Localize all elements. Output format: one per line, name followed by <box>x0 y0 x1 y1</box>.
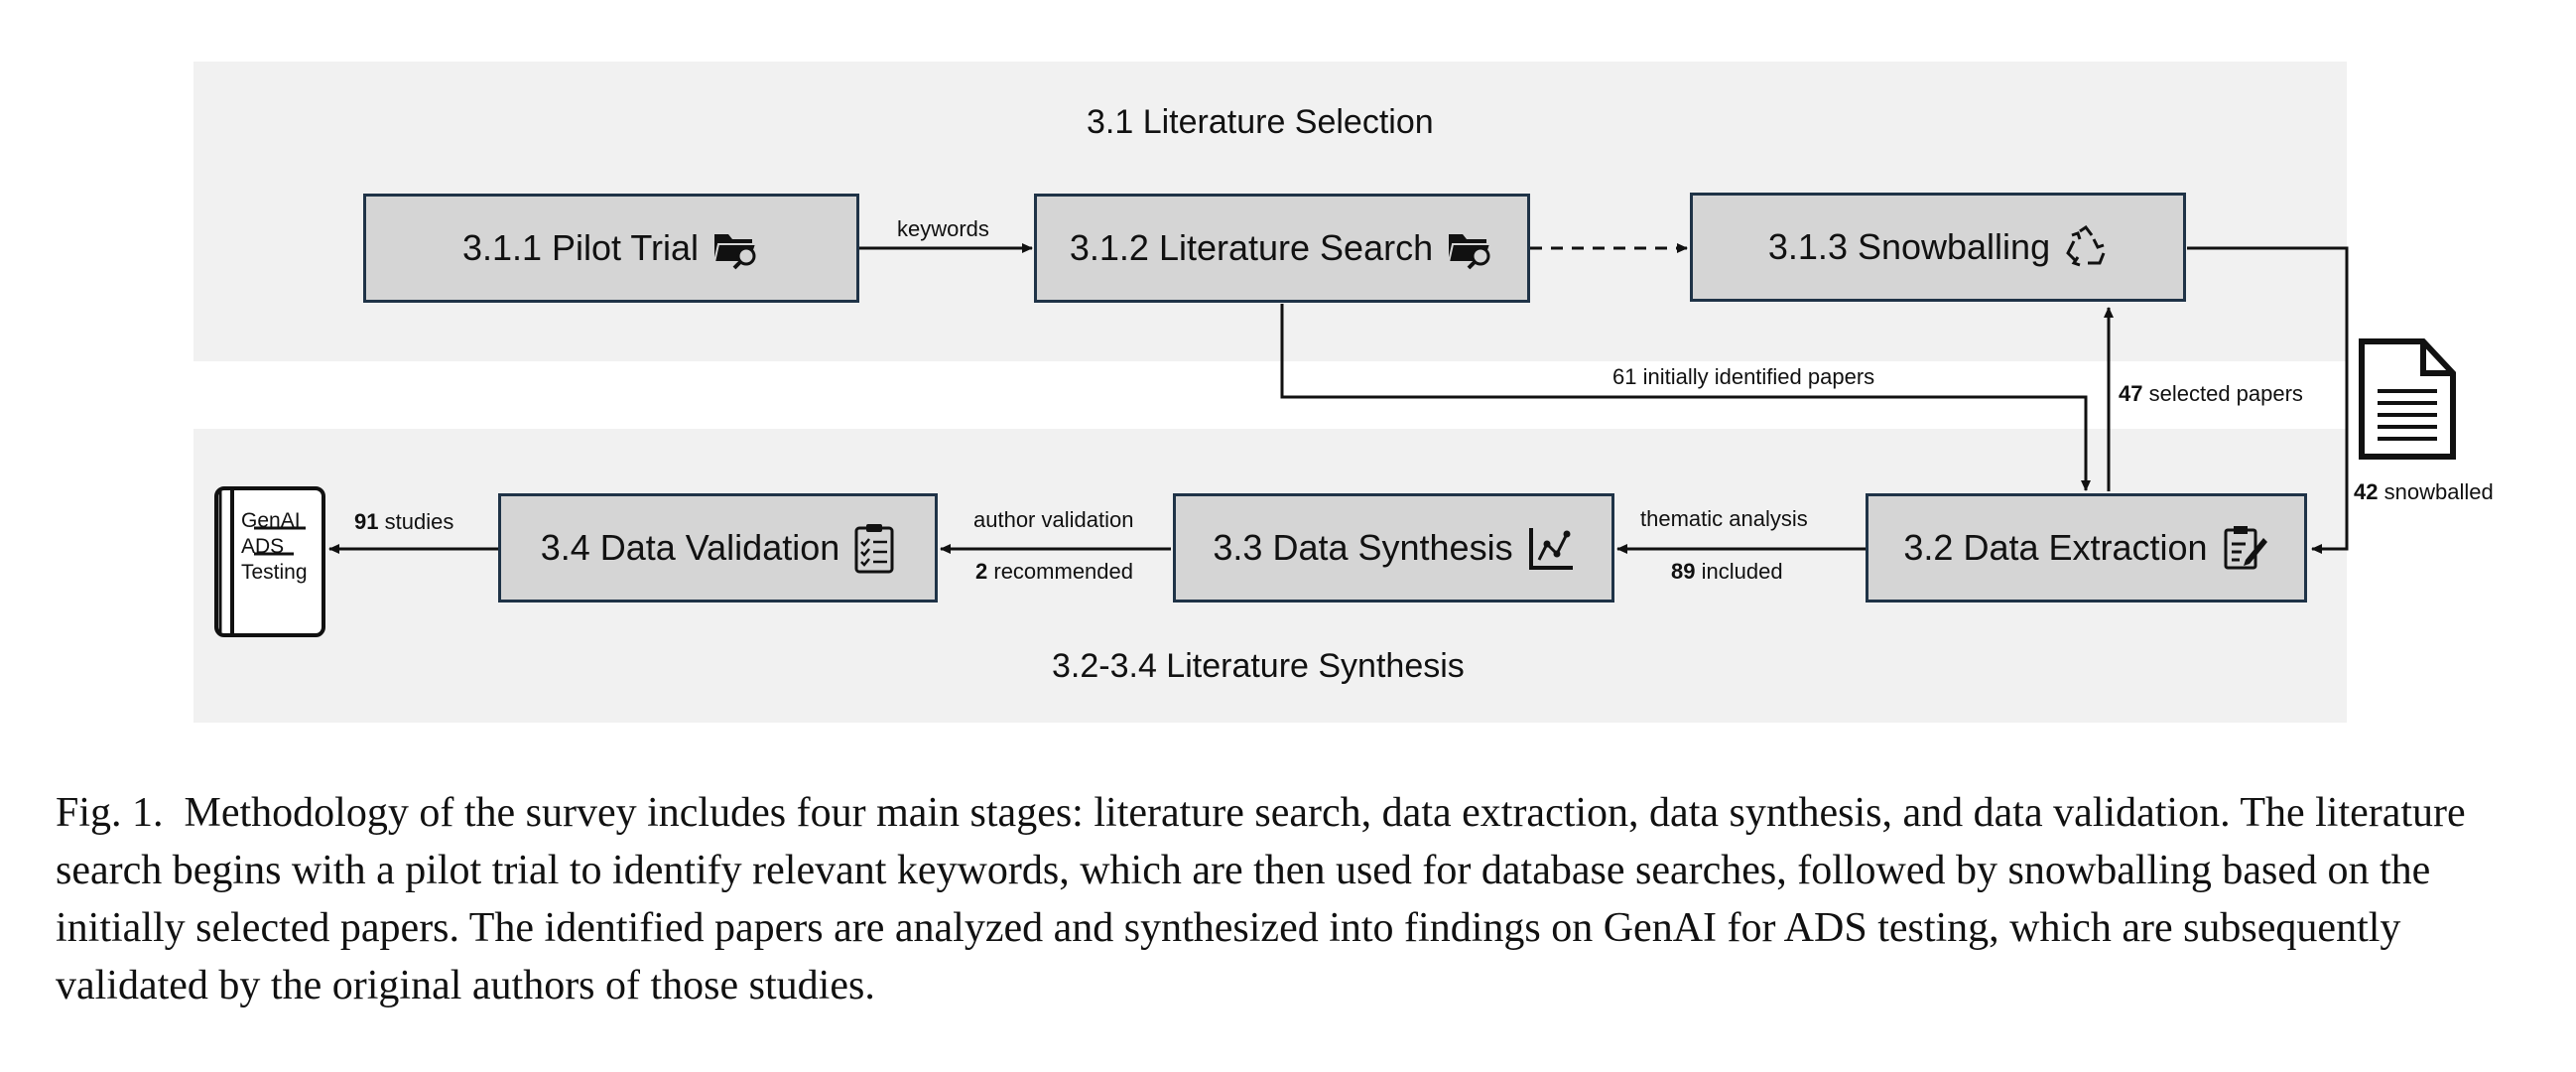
arrow-search-to-extraction <box>1280 304 2091 491</box>
studies-text: studies <box>384 509 454 534</box>
flow-connectors <box>214 243 2456 637</box>
figure-caption: Fig. 1. Methodology of the survey includ… <box>56 784 2536 1014</box>
data-extraction-label: 3.2 Data Extraction <box>1903 527 2208 568</box>
caption-text: Methodology of the survey includes four … <box>56 790 2466 1008</box>
studies-label: 91 studies <box>354 509 453 535</box>
book-icon <box>214 486 325 637</box>
book-line-1: GenAI <box>241 509 301 532</box>
selected-text: selected papers <box>2148 381 2303 406</box>
included-text: included <box>1701 559 1783 584</box>
studies-count: 91 <box>354 509 379 534</box>
snowballing-box: 3.1.3 Snowballing <box>1690 193 2186 302</box>
arrow-snowballing-to-extraction <box>2187 246 2349 554</box>
book-line-2: ADS <box>241 535 285 558</box>
document-icon <box>2359 338 2456 460</box>
author-validation-label: author validation <box>973 507 1134 532</box>
pilot-trial-label: 3.1.1 Pilot Trial <box>461 227 700 268</box>
pilot-trial-box: 3.1.1 Pilot Trial <box>363 194 859 303</box>
caption-label: Fig. 1. <box>56 790 164 836</box>
initially-identified-label: 61 initially identified papers <box>1612 364 1875 389</box>
folder-search-icon <box>1447 234 1492 270</box>
chart-trend-icon <box>1528 528 1573 570</box>
data-synthesis-label: 3.3 Data Synthesis <box>1213 527 1513 568</box>
synthesis-panel-title: 3.2-3.4 Literature Synthesis <box>1052 647 1465 685</box>
recommended-text: recommended <box>993 559 1134 584</box>
recommended-label: 2 recommended <box>975 559 1133 585</box>
recommended-count: 2 <box>975 559 988 584</box>
snowballed-text: snowballed <box>2383 479 2494 504</box>
folder-search-icon <box>712 234 758 270</box>
thematic-analysis-label: thematic analysis <box>1640 506 1808 531</box>
recycle-icon <box>2066 225 2106 267</box>
data-extraction-box: 3.2 Data Extraction <box>1866 493 2307 603</box>
selection-panel-title: 3.1 Literature Selection <box>1087 103 1434 141</box>
literature-search-box: 3.1.2 Literature Search <box>1034 194 1530 303</box>
book-line-3: Testing <box>241 561 308 584</box>
output-book-label: GenAI ADS Testing <box>241 508 308 586</box>
data-validation-label: 3.4 Data Validation <box>540 527 840 568</box>
included-label: 89 included <box>1671 559 1783 585</box>
data-validation-box: 3.4 Data Validation <box>498 493 938 603</box>
edit-document-icon <box>2224 526 2267 570</box>
keywords-label: keywords <box>897 216 989 241</box>
included-count: 89 <box>1671 559 1696 584</box>
data-synthesis-box: 3.3 Data Synthesis <box>1173 493 1614 603</box>
literature-search-label: 3.1.2 Literature Search <box>1069 227 1434 268</box>
snowballed-label: 42 snowballed <box>2354 479 2494 505</box>
snowballed-count: 42 <box>2354 479 2379 504</box>
clipboard-checklist-icon <box>854 524 894 574</box>
snowballing-label: 3.1.3 Snowballing <box>1767 226 2051 267</box>
selected-count: 47 <box>2119 381 2143 406</box>
selected-papers-label: 47 selected papers <box>2119 381 2303 407</box>
